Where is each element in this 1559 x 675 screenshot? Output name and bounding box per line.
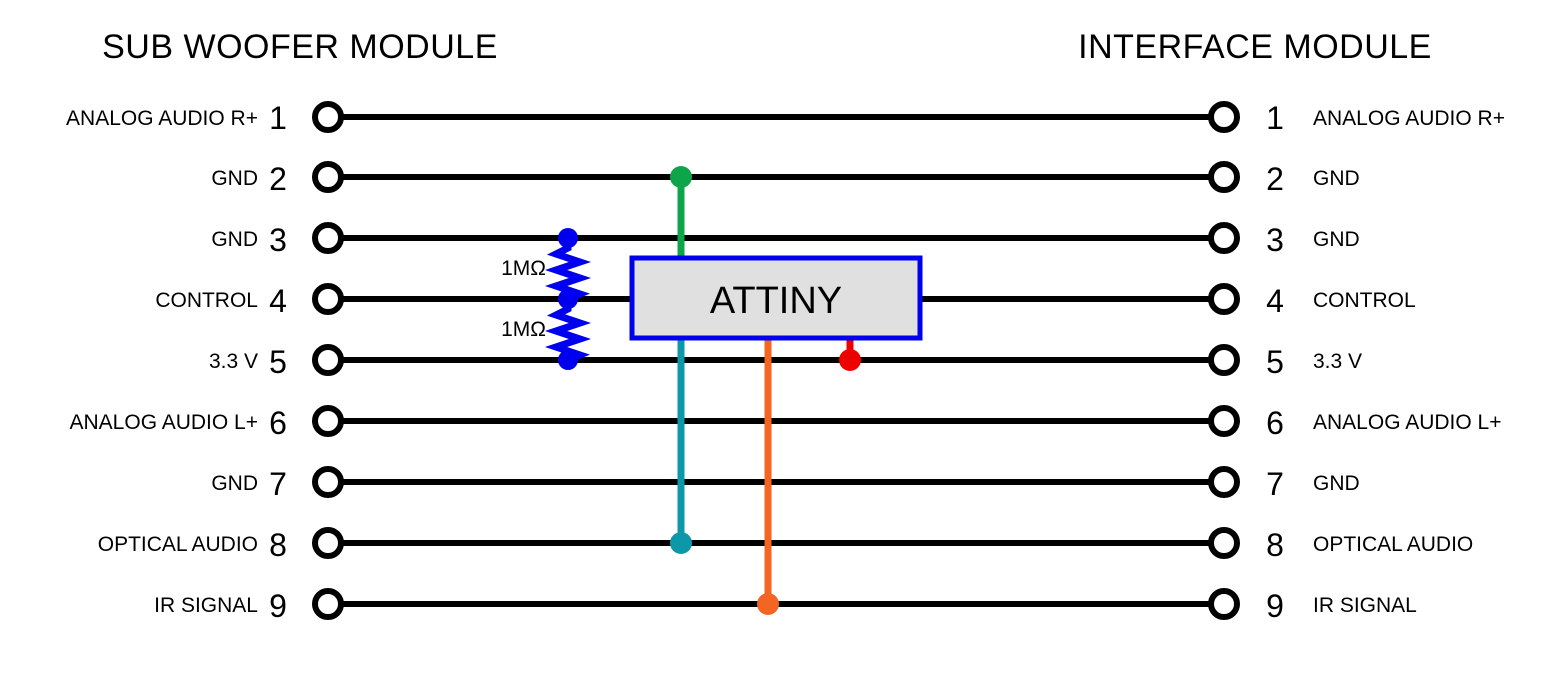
left-pin-terminal-3[interactable] [312,222,344,254]
right-pin-terminal-8[interactable] [1208,527,1240,559]
attiny-chip[interactable]: ATTINY [629,255,923,341]
power-tap-junction-dot [839,349,861,371]
right-pin-label-2: GND [1313,167,1360,190]
left-pin-number-9: 9 [269,588,287,624]
left-pin-number-4: 4 [269,283,287,319]
right-pin-number-9: 9 [1266,588,1284,624]
attiny-chip-label: ATTINY [710,280,842,322]
left-pin-label-2: GND [211,167,258,190]
pin-row-2: GND 2 2 GND [211,161,1360,197]
left-pin-label-7: GND [211,472,258,495]
tap-wire-gnd-green [670,166,692,262]
left-pin-number-1: 1 [269,100,287,136]
optical-audio-tap-junction-dot [670,532,692,554]
right-pin-terminal-7[interactable] [1208,466,1240,498]
left-pin-label-8: OPTICAL AUDIO [98,533,258,556]
resistor-2-value: 1MΩ [501,318,546,341]
right-pin-number-7: 7 [1266,466,1284,502]
right-pin-number-4: 4 [1266,283,1284,319]
tap-wire-optical-teal [670,336,692,554]
pin-row-8: OPTICAL AUDIO 8 8 OPTICAL AUDIO [98,527,1473,563]
gnd-tap-junction-dot [670,166,692,188]
left-pin-label-1: ANALOG AUDIO R+ [66,107,258,130]
right-pin-number-8: 8 [1266,527,1284,563]
resistor-2: 1MΩ [501,289,592,370]
right-pin-number-2: 2 [1266,161,1284,197]
right-pin-terminal-4[interactable] [1208,283,1240,315]
left-pin-number-5: 5 [269,344,287,380]
left-pin-terminal-2[interactable] [312,161,344,193]
resistor-1-value: 1MΩ [501,257,546,280]
right-pin-terminal-5[interactable] [1208,344,1240,376]
right-pin-number-5: 5 [1266,344,1284,380]
left-pin-terminal-8[interactable] [312,527,344,559]
left-pin-terminal-6[interactable] [312,405,344,437]
pin-row-5: 3.3 V 5 5 3.3 V [209,344,1362,380]
attiny-chip-body[interactable] [629,255,923,341]
left-module-title: SUB WOOFER MODULE [102,28,498,66]
right-pin-number-1: 1 [1266,100,1284,136]
right-pin-terminal-2[interactable] [1208,161,1240,193]
left-pin-terminal-4[interactable] [312,283,344,315]
left-pin-label-3: GND [211,228,258,251]
right-pin-terminal-1[interactable] [1208,101,1240,133]
right-pin-label-7: GND [1313,472,1360,495]
right-pin-number-6: 6 [1266,405,1284,441]
left-pin-label-5: 3.3 V [209,350,258,373]
left-pin-number-7: 7 [269,466,287,502]
left-pin-label-9: IR SIGNAL [154,594,258,617]
left-pin-terminal-9[interactable] [312,588,344,620]
resistor-1-top-dot [558,228,578,248]
right-pin-label-8: OPTICAL AUDIO [1313,533,1473,556]
right-pin-terminal-6[interactable] [1208,405,1240,437]
tap-wire-power-red [839,336,861,371]
pin-row-3: GND 3 3 GND [211,222,1360,258]
resistor-2-bottom-dot [558,350,578,370]
right-pin-label-3: GND [1313,228,1360,251]
right-pin-label-9: IR SIGNAL [1313,594,1417,617]
right-pin-terminal-3[interactable] [1208,222,1240,254]
left-pin-number-8: 8 [269,527,287,563]
right-pin-label-4: CONTROL [1313,289,1416,312]
left-pin-number-3: 3 [269,222,287,258]
pin-row-6: ANALOG AUDIO L+ 6 6 ANALOG AUDIO L+ [70,405,1502,441]
tap-wire-ir-orange [757,336,779,615]
left-pin-terminal-7[interactable] [312,466,344,498]
right-pin-number-3: 3 [1266,222,1284,258]
ir-signal-tap-junction-dot [757,593,779,615]
left-pin-terminal-1[interactable] [312,101,344,133]
right-pin-label-5: 3.3 V [1313,350,1362,373]
left-pin-number-6: 6 [269,405,287,441]
pin-row-7: GND 7 7 GND [211,466,1360,502]
left-pin-number-2: 2 [269,161,287,197]
left-pin-terminal-5[interactable] [312,344,344,376]
left-pin-label-6: ANALOG AUDIO L+ [70,411,259,434]
right-pin-label-6: ANALOG AUDIO L+ [1313,411,1502,434]
pin-row-9: IR SIGNAL 9 9 IR SIGNAL [154,588,1417,624]
left-pin-label-4: CONTROL [155,289,258,312]
pin-row-1: ANALOG AUDIO R+ 1 1 ANALOG AUDIO R+ [66,100,1505,136]
resistor-junction-mid-dot [558,289,578,309]
right-module-title: INTERFACE MODULE [1078,28,1432,66]
right-pin-label-1: ANALOG AUDIO R+ [1313,107,1505,130]
right-pin-terminal-9[interactable] [1208,588,1240,620]
